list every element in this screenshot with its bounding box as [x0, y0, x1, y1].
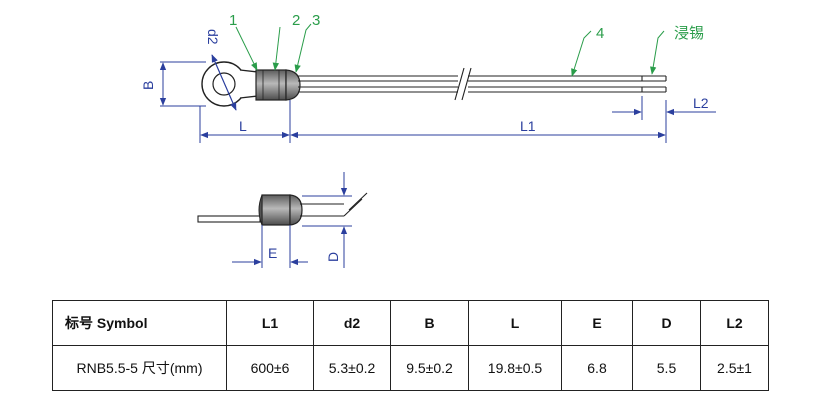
header-d2: d2: [313, 300, 391, 346]
l2-label: L2: [693, 95, 709, 111]
cell-l: 19.8±0.5: [468, 345, 562, 391]
cell-d: 5.5: [632, 345, 701, 391]
l-dimension: [199, 100, 291, 143]
table-header-row: 标号 Symbol L1 d2 B L E D L2: [52, 300, 769, 346]
header-l1: L1: [226, 300, 314, 346]
cell-e: 6.8: [561, 345, 633, 391]
thermistor-technical-drawing: 1 2 3 4 浸锡 d2 B L L1: [140, 12, 716, 268]
b-label: B: [140, 81, 156, 90]
header-l2: L2: [700, 300, 769, 346]
e-dimension: [232, 225, 308, 268]
cell-d2: 5.3±0.2: [313, 345, 391, 391]
tin-label: 浸锡: [674, 25, 704, 42]
side-view: D E: [197, 172, 368, 268]
table-row: RNB5.5-5 尺寸(mm) 600±6 5.3±0.2 9.5±0.2 19…: [52, 345, 769, 391]
d2-label: d2: [205, 29, 221, 45]
header-d: D: [632, 300, 701, 346]
d2-dimension: d2: [205, 29, 237, 111]
cell-b: 9.5±0.2: [390, 345, 469, 391]
b-dimension: [159, 61, 206, 107]
l2-dimension: [612, 96, 716, 120]
cell-l2: 2.5±1: [700, 345, 769, 391]
d-dimension: [302, 172, 352, 268]
header-l: L: [468, 300, 562, 346]
header-symbol: 标号 Symbol: [52, 300, 227, 346]
l1-dimension: [290, 100, 667, 143]
callout-2: 2: [292, 12, 300, 29]
thermistor-body: [255, 69, 301, 101]
top-view: 1 2 3 4 浸锡 d2 B L L1: [140, 12, 716, 143]
lead-wires: [298, 67, 667, 101]
d-label: D: [325, 252, 341, 262]
cell-l1: 600±6: [226, 345, 314, 391]
header-b: B: [390, 300, 469, 346]
l1-label: L1: [520, 118, 536, 134]
l-label: L: [239, 118, 247, 134]
spec-table: 标号 Symbol L1 d2 B L E D L2 RNB5.5-5 尺寸(m…: [52, 300, 769, 391]
callout-leaders: [235, 23, 665, 77]
cell-model: RNB5.5-5 尺寸(mm): [52, 345, 227, 391]
e-label: E: [268, 245, 277, 261]
callout-3: 3: [312, 12, 320, 29]
ring-terminal: [201, 61, 259, 107]
callout-4: 4: [596, 25, 604, 42]
callout-1: 1: [229, 12, 237, 29]
header-e: E: [561, 300, 633, 346]
